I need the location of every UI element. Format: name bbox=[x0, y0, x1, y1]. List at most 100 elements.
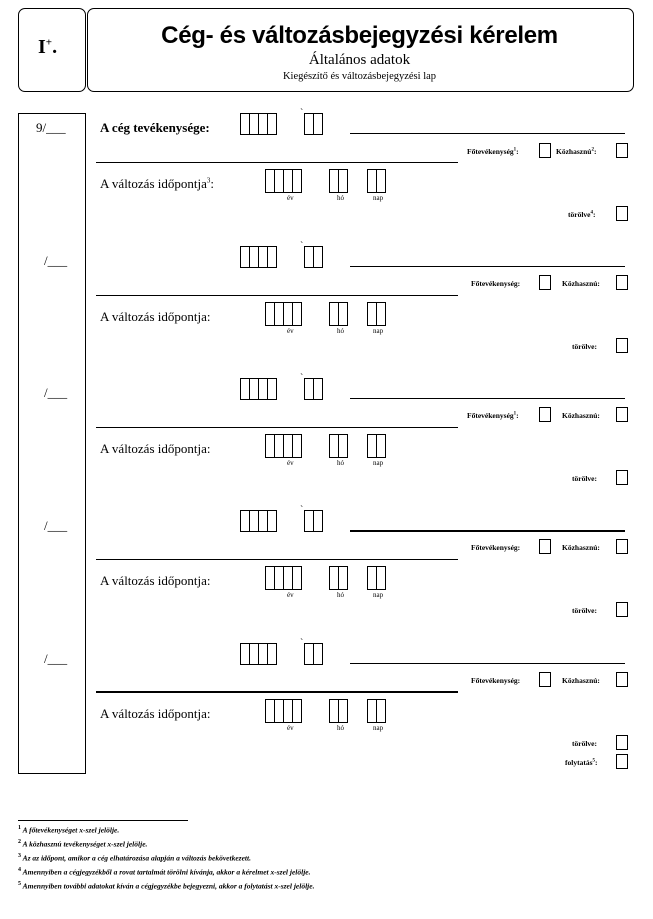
main-activity-checkbox[interactable] bbox=[539, 143, 551, 158]
activity-code-2[interactable] bbox=[304, 643, 323, 665]
colon: : bbox=[595, 758, 598, 767]
colon: : bbox=[516, 147, 519, 156]
year-label: év bbox=[287, 194, 294, 202]
day-label: nap bbox=[373, 591, 384, 599]
main-activity-label: Főtevékenység1: bbox=[467, 147, 519, 156]
deleted-checkbox[interactable] bbox=[616, 206, 628, 221]
month-input[interactable] bbox=[329, 169, 348, 193]
deleted-checkbox[interactable] bbox=[616, 602, 628, 617]
main-activity-label: Főtevékenység: bbox=[471, 279, 521, 288]
deleted-label: törölve: bbox=[572, 739, 597, 748]
day-input[interactable] bbox=[367, 169, 386, 193]
title-box bbox=[87, 8, 634, 92]
day-label: nap bbox=[373, 724, 384, 732]
day-input[interactable] bbox=[367, 302, 386, 326]
colon: : bbox=[593, 210, 596, 219]
activity-text-line[interactable] bbox=[350, 133, 625, 134]
public-benefit-text: Közhasznú bbox=[556, 147, 592, 156]
row-number-2: /___ bbox=[44, 253, 68, 268]
main-activity-checkbox[interactable] bbox=[539, 672, 551, 687]
day-label: nap bbox=[373, 459, 384, 467]
form-code-sup: + bbox=[45, 36, 53, 49]
activity-text-line[interactable] bbox=[350, 663, 625, 664]
main-activity-checkbox[interactable] bbox=[539, 407, 551, 422]
activity-code-4[interactable] bbox=[240, 510, 277, 532]
activity-code-4[interactable] bbox=[240, 378, 277, 400]
main-activity-checkbox[interactable] bbox=[539, 539, 551, 554]
day-input[interactable] bbox=[367, 566, 386, 590]
deleted-label: törölve: bbox=[572, 606, 597, 615]
month-input[interactable] bbox=[329, 302, 348, 326]
footnote-3: 3 Az az időpont, amikor a cég elhatározá… bbox=[18, 853, 251, 863]
month-input[interactable] bbox=[329, 699, 348, 723]
activity-text-line[interactable] bbox=[350, 266, 625, 267]
main-activity-text: Főtevékenység bbox=[467, 411, 514, 420]
deleted-checkbox[interactable] bbox=[616, 735, 628, 750]
footnote-1: 1 A főtevékenységet x-szel jelölje. bbox=[18, 825, 119, 835]
divider bbox=[96, 427, 458, 428]
day-input[interactable] bbox=[367, 434, 386, 458]
month-input[interactable] bbox=[329, 434, 348, 458]
activity-code-2[interactable] bbox=[304, 113, 323, 135]
public-benefit-label: Közhasznú: bbox=[562, 543, 600, 552]
colon: : bbox=[210, 176, 214, 191]
activity-code-2[interactable] bbox=[304, 378, 323, 400]
change-date-label: A változás időpontja3: bbox=[100, 176, 214, 192]
activity-label: A cég tevékenysége: bbox=[100, 120, 210, 135]
public-benefit-checkbox[interactable] bbox=[616, 143, 628, 158]
row-number-5: /___ bbox=[44, 651, 68, 666]
page-subtitle2: Kiegészítő és változásbejegyzési lap bbox=[282, 71, 437, 82]
main-activity-checkbox[interactable] bbox=[539, 275, 551, 290]
deleted-text: törölve bbox=[568, 210, 591, 219]
public-benefit-checkbox[interactable] bbox=[616, 275, 628, 290]
public-benefit-checkbox[interactable] bbox=[616, 539, 628, 554]
activity-code-2[interactable] bbox=[304, 246, 323, 268]
day-input[interactable] bbox=[367, 699, 386, 723]
footnote-number: 4 bbox=[18, 867, 21, 873]
activity-code-4[interactable] bbox=[240, 113, 277, 135]
main-activity-sup: 1 bbox=[513, 411, 517, 417]
continuation-sup: 5 bbox=[592, 758, 596, 764]
colon: : bbox=[593, 147, 597, 156]
footnote-divider bbox=[18, 820, 188, 821]
backtick: ` bbox=[300, 108, 304, 119]
main-activity-text: Főtevékenység bbox=[467, 147, 514, 156]
backtick: ` bbox=[300, 638, 304, 649]
backtick: ` bbox=[300, 373, 304, 384]
divider bbox=[96, 559, 458, 560]
public-benefit-label: Közhasznú: bbox=[562, 411, 600, 420]
deleted-sup: 4 bbox=[590, 210, 594, 216]
deleted-checkbox[interactable] bbox=[616, 338, 628, 353]
badge-box bbox=[18, 8, 86, 92]
page-title: Cég- és változásbejegyzési kérelem bbox=[161, 22, 558, 49]
year-input[interactable] bbox=[265, 302, 302, 326]
main-activity-label: Főtevékenység: bbox=[471, 543, 521, 552]
activity-text-line[interactable] bbox=[350, 530, 625, 532]
footnote-text: Amennyiben további adatokat kíván a cégj… bbox=[22, 881, 315, 891]
year-label: év bbox=[287, 327, 294, 335]
footnote-number: 1 bbox=[18, 825, 21, 831]
deleted-checkbox[interactable] bbox=[616, 470, 628, 485]
month-label: hó bbox=[337, 591, 344, 599]
public-benefit-checkbox[interactable] bbox=[616, 407, 628, 422]
month-label: hó bbox=[337, 724, 344, 732]
year-input[interactable] bbox=[265, 169, 302, 193]
continuation-text: folytatás bbox=[565, 758, 593, 767]
activity-code-2[interactable] bbox=[304, 510, 323, 532]
left-column bbox=[18, 113, 86, 774]
public-benefit-checkbox[interactable] bbox=[616, 672, 628, 687]
deleted-label: törölve4: bbox=[568, 210, 596, 219]
year-input[interactable] bbox=[265, 434, 302, 458]
footnote-4: 4 Amennyiben a cégjegyzékből a rovat tar… bbox=[18, 867, 311, 877]
public-benefit-label: Közhasznú2: bbox=[556, 147, 596, 156]
year-input[interactable] bbox=[265, 566, 302, 590]
activity-code-4[interactable] bbox=[240, 643, 277, 665]
footnote-5: 5 Amennyiben további adatokat kíván a cé… bbox=[18, 881, 314, 891]
year-input[interactable] bbox=[265, 699, 302, 723]
month-input[interactable] bbox=[329, 566, 348, 590]
footnote-number: 3 bbox=[18, 853, 21, 859]
year-label: év bbox=[287, 591, 294, 599]
activity-code-4[interactable] bbox=[240, 246, 277, 268]
activity-text-line[interactable] bbox=[350, 398, 625, 399]
continuation-checkbox[interactable] bbox=[616, 754, 628, 769]
